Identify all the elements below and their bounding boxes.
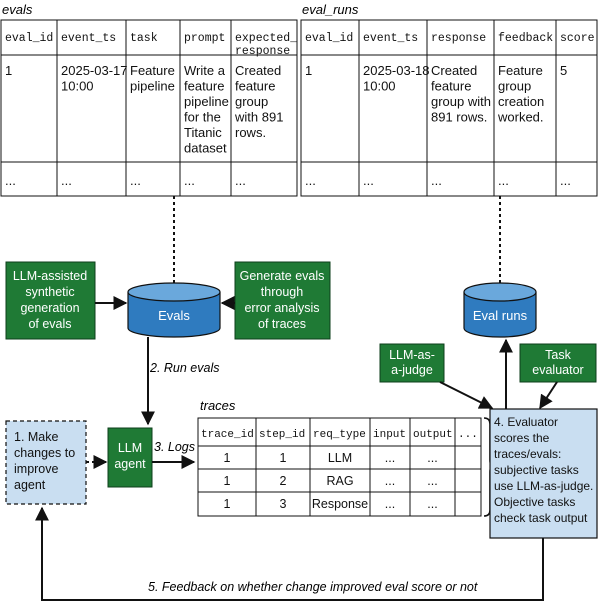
traces-header-cell: output [413,429,453,441]
eval-runs-header-cell: eval_id [305,32,353,45]
evals-ellipsis-cell: ... [235,173,246,188]
traces-data-cell: Response [312,497,368,511]
evals-header-cell: eval_id [5,32,53,45]
evals-ellipsis-cell: ... [61,173,72,188]
traces-data-cell: 1 [224,451,231,465]
traces-header-cell: ... [458,429,478,441]
eval-runs-table-title: eval_runs [302,2,359,17]
traces-data-cell: ... [385,451,395,465]
traces-data-cell: 1 [224,497,231,511]
eval-runs-ellipsis-cell: ... [560,173,571,188]
traces-data-cell: LLM [328,451,352,465]
traces-table: traces trace_id step_id req_type input outpu… [197,398,482,517]
run-evals-label: 2. Run evals [149,361,219,375]
traces-table-title: traces [200,398,236,413]
evals-database-label: Evals [158,308,190,323]
eval-runs-data-cell: 5 [560,63,567,78]
traces-header-cell: input [373,429,406,441]
traces-header-cell: step_id [259,429,305,441]
feedback-label: 5. Feedback on whether change improved e… [148,580,478,594]
evals-header-cell: task [130,32,158,45]
evals-table-title: evals [2,2,33,17]
evals-ellipsis-cell: ... [130,173,141,188]
traces-data-cell: 3 [280,497,287,511]
eval-runs-header-cell: event_ts [363,32,418,45]
eval-runs-data-cell: 1 [305,63,312,78]
evals-data-cell: 1 [5,63,12,78]
eval-runs-table: eval_runs eval_id event_ts response feedbac… [300,2,598,197]
eval-runs-ellipsis-cell: ... [498,173,509,188]
traces-data-cell: ... [427,474,437,488]
evals-header-cell: expected_response [235,32,297,58]
traces-data-cell: 1 [280,451,287,465]
evals-table: evals eval_id event_ts task prompt expected_… [0,2,298,197]
traces-header-cell: req_type [313,429,366,441]
llm-as-a-judge-box: LLM-as-a-judge [379,343,445,383]
eval-runs-ellipsis-cell: ... [305,173,316,188]
eval-runs-header-cell: feedback [498,32,553,45]
eval-runs-database: Eval runs [463,282,537,338]
traces-data-cell: ... [385,497,395,511]
eval-runs-ellipsis-cell: ... [363,173,374,188]
evals-ellipsis-cell: ... [5,173,16,188]
traces-data-cell: 1 [224,474,231,488]
traces-header-cell: trace_id [201,429,254,441]
evals-header-cell: prompt [184,32,225,45]
evals-database: Evals [127,282,221,338]
traces-data-cell: 2 [280,474,287,488]
eval-runs-database-label: Eval runs [473,308,528,323]
evals-header-cell: event_ts [61,32,116,45]
llm-as-a-judge-label: LLM-as-a-judge [389,348,435,377]
eval-runs-header-cell: response [431,32,486,45]
traces-data-cell: ... [385,474,395,488]
eval-runs-header-cell: score [560,32,595,45]
traces-data-cell: RAG [326,474,353,488]
logs-label: 3. Logs [154,440,195,454]
traces-data-cell: ... [427,451,437,465]
feedback-loop-arrow [35,506,544,601]
eval-runs-ellipsis-cell: ... [431,173,442,188]
evals-ellipsis-cell: ... [184,173,195,188]
traces-data-cell: ... [427,497,437,511]
